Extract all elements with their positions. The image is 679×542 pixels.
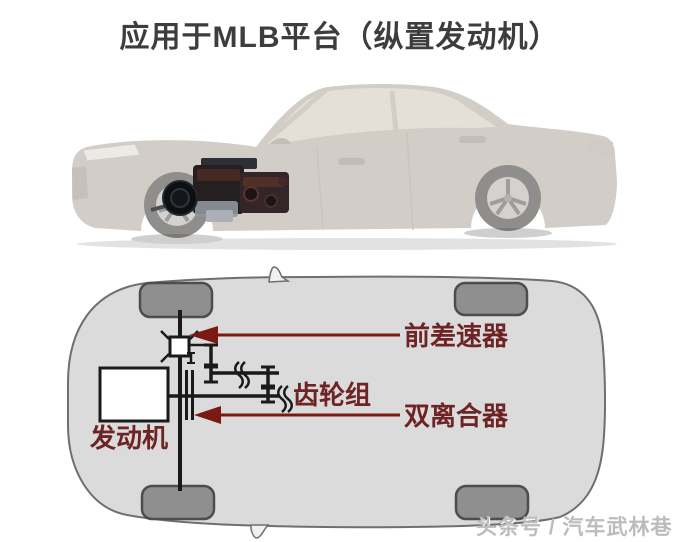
label-engine: 发动机 bbox=[89, 423, 168, 453]
sedan-side-view bbox=[72, 84, 617, 238]
dual-clutch-plates bbox=[185, 370, 194, 420]
transmission-unit bbox=[150, 158, 289, 222]
chassis-diagram: 前差速器 双离合器 齿轮组 发动机 bbox=[67, 266, 607, 539]
gear-detail-2 bbox=[264, 194, 278, 208]
label-gear-set: 齿轮组 bbox=[293, 380, 371, 410]
gearbox-red-accent-2 bbox=[243, 177, 284, 187]
b-pillar bbox=[389, 90, 399, 133]
wheel-front-left bbox=[138, 281, 214, 319]
differential-box bbox=[160, 330, 199, 364]
arrow-left-icon bbox=[189, 326, 218, 344]
mirror-bottom bbox=[250, 524, 270, 539]
chassis-body-outline bbox=[67, 275, 607, 529]
door-seam-rear bbox=[406, 131, 414, 231]
wheel-rear-left bbox=[453, 281, 529, 317]
c-pillar bbox=[454, 93, 504, 130]
engine-box bbox=[98, 366, 170, 423]
page-title: 应用于MLB平台（纵置发动机） bbox=[119, 21, 560, 54]
car-photo-illustration bbox=[72, 84, 617, 250]
door-handle-front bbox=[338, 158, 365, 165]
mirror-top bbox=[268, 266, 291, 283]
front-grille bbox=[72, 166, 88, 200]
headlight bbox=[82, 143, 141, 162]
callout-dual-clutch: 双离合器 bbox=[194, 401, 509, 431]
rear-wheel bbox=[475, 165, 541, 231]
side-mirror bbox=[270, 138, 291, 144]
arrow-left-icon bbox=[194, 406, 221, 424]
gear-train bbox=[189, 343, 293, 413]
a-pillar bbox=[257, 87, 329, 150]
door-seam-front bbox=[316, 147, 324, 229]
label-dual-clutch: 双离合器 bbox=[404, 401, 509, 431]
gear-detail-1 bbox=[243, 186, 259, 202]
door-handle-rear bbox=[459, 136, 486, 143]
beltline bbox=[265, 126, 506, 148]
car-shadow bbox=[77, 228, 617, 250]
gear-detail-3 bbox=[278, 176, 288, 186]
car-windows bbox=[266, 88, 502, 146]
callout-front-differential: 前差速器 bbox=[189, 321, 509, 351]
label-front-differential: 前差速器 bbox=[404, 321, 509, 351]
taillight bbox=[588, 138, 613, 157]
clutch-bell-inner-ring bbox=[170, 188, 190, 208]
gearbox-silver-box bbox=[206, 210, 233, 222]
gearbox-red-accent-1 bbox=[197, 169, 240, 181]
watermark: 头条号 / 汽车武林巷 bbox=[476, 516, 673, 539]
wheel-rear-right bbox=[454, 484, 530, 521]
